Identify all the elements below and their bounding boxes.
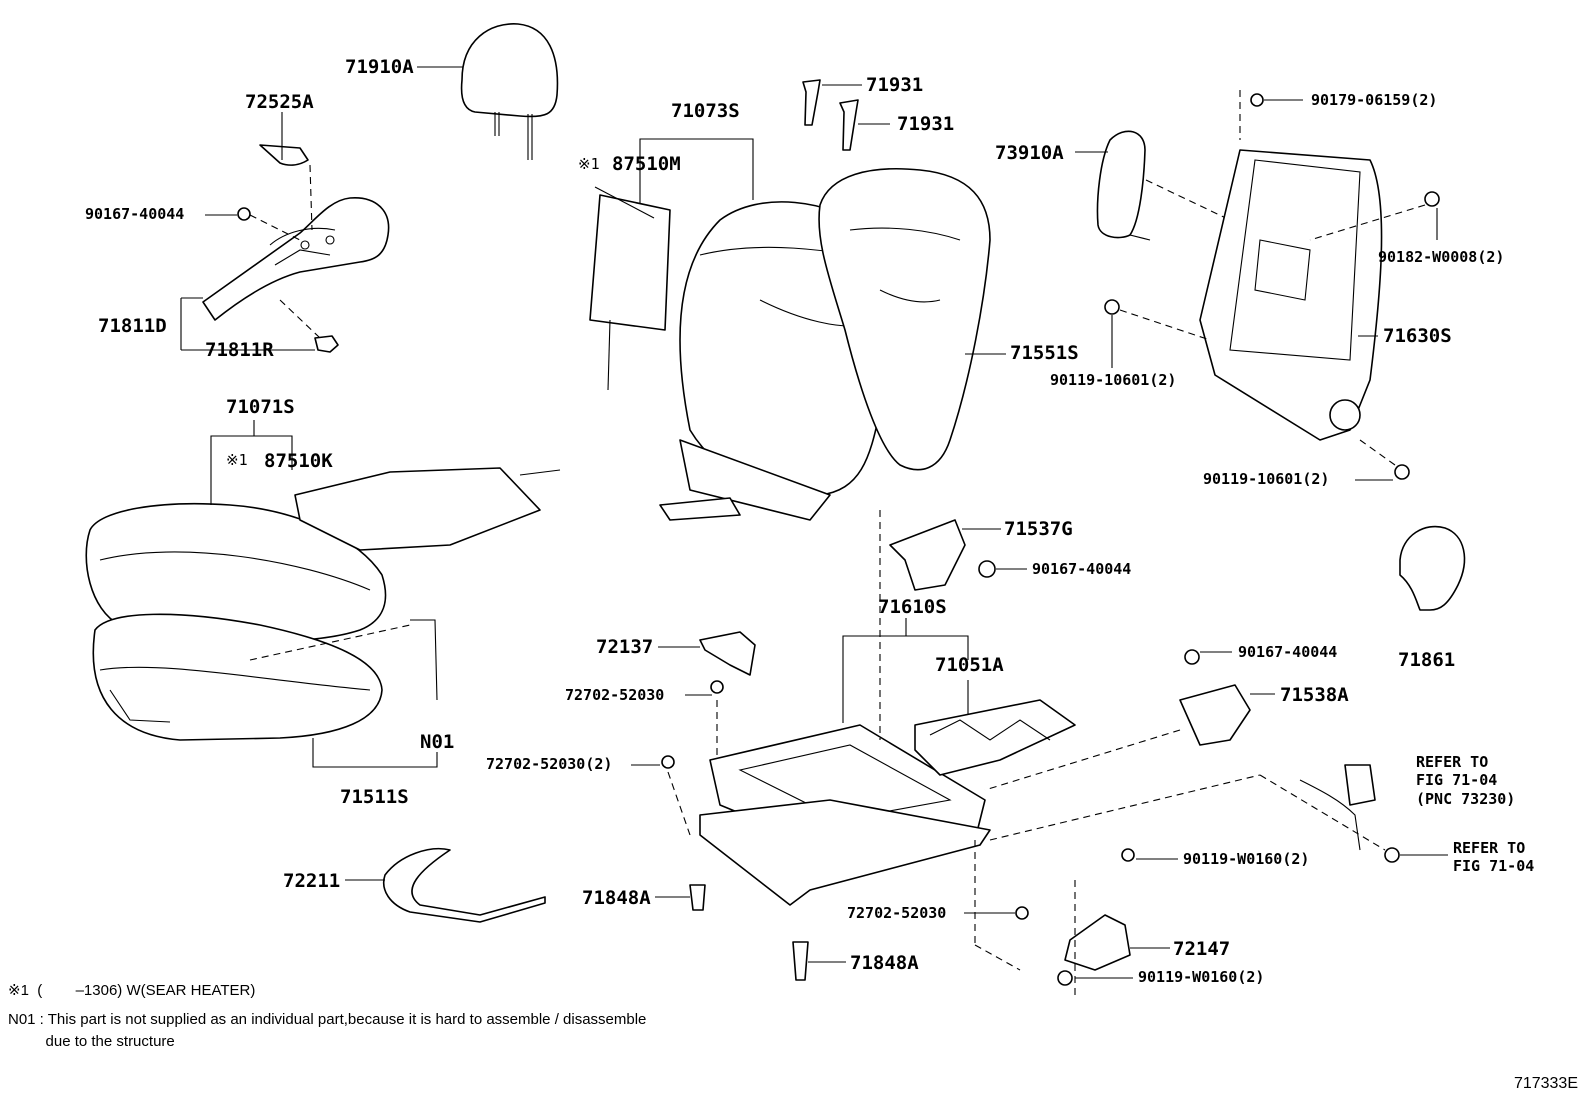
- label-72137[interactable]: 72137: [596, 636, 654, 658]
- label-87510M-mark: ※1: [578, 155, 600, 173]
- label-72147[interactable]: 72147: [1173, 938, 1231, 960]
- label-72211[interactable]: 72211: [283, 870, 341, 892]
- label-90179-06159[interactable]: 90179-06159(2): [1311, 91, 1438, 109]
- label-71848A-a[interactable]: 71848A: [582, 887, 651, 909]
- label-71051A[interactable]: 71051A: [935, 654, 1004, 676]
- label-72525A[interactable]: 72525A: [245, 91, 314, 113]
- frame-bolts: [1104, 93, 1440, 481]
- label-90119-10601-a[interactable]: 90119-10601(2): [1050, 371, 1177, 389]
- label-90167-40044-a[interactable]: 90167-40044: [85, 205, 185, 223]
- figure-id: 717333E: [1513, 1075, 1578, 1092]
- lumbar-support-73910A: [1075, 130, 1231, 241]
- label-90119-W0160-a[interactable]: 90119-W0160(2): [1183, 850, 1310, 868]
- label-72702-52030-a[interactable]: 72702-52030: [565, 686, 665, 704]
- label-N01[interactable]: N01: [420, 731, 455, 753]
- label-72702-52030-c[interactable]: 72702-52030: [847, 904, 947, 922]
- label-72702-52030-b[interactable]: 72702-52030(2): [486, 755, 613, 773]
- label-71848A-b[interactable]: 71848A: [850, 952, 919, 974]
- label-71931-a[interactable]: 71931: [866, 74, 924, 96]
- footnote-n01: N01 : This part is not supplied as an in…: [8, 1011, 647, 1028]
- label-87510K[interactable]: 87510K: [264, 450, 333, 472]
- label-71910A[interactable]: 71910A: [345, 56, 414, 78]
- seatbelt-buckle: [989, 764, 1448, 863]
- label-71630S[interactable]: 71630S: [1383, 325, 1452, 347]
- seatback-pad-71551S: [818, 167, 1006, 471]
- headrest-71910A: [417, 23, 559, 160]
- label-71931-b[interactable]: 71931: [897, 113, 955, 135]
- screw-72702: [631, 680, 1029, 920]
- refer-to-fig-71-04-pnc-73230[interactable]: REFER TO FIG 71-04 (PNC 73230): [1416, 753, 1516, 808]
- seat-cushion-pad-71511S: [92, 613, 438, 768]
- seat-spring-71051A: [914, 680, 1076, 776]
- label-87510K-mark: ※1: [226, 451, 248, 469]
- seat-heater-87510M: [589, 186, 671, 391]
- label-71537G[interactable]: 71537G: [1004, 518, 1073, 540]
- label-71071S[interactable]: 71071S: [226, 396, 295, 418]
- pin-71848A: [655, 884, 846, 981]
- label-90167-40044-b[interactable]: 90167-40044: [1032, 560, 1132, 578]
- label-71811D[interactable]: 71811D: [98, 315, 167, 337]
- bracket-71537G: [879, 510, 1027, 740]
- label-87510M[interactable]: 87510M: [612, 153, 681, 175]
- label-90182-W0008[interactable]: 90182-W0008(2): [1378, 248, 1505, 266]
- cover-72137: [658, 631, 756, 676]
- footnote-seat-heater: ※1 ( –1306) W(SEAR HEATER): [8, 982, 256, 999]
- refer-to-fig-71-04[interactable]: REFER TO FIG 71-04: [1453, 839, 1535, 876]
- wire-72211: [345, 848, 546, 923]
- seatback-frame-71630S: [1199, 90, 1383, 441]
- label-90119-W0160-b[interactable]: 90119-W0160(2): [1138, 968, 1265, 986]
- footnote-n01-cont: due to the structure: [8, 1033, 175, 1050]
- label-71610S[interactable]: 71610S: [878, 596, 947, 618]
- label-73910A[interactable]: 73910A: [995, 142, 1064, 164]
- label-90167-40044-c[interactable]: 90167-40044: [1238, 643, 1338, 661]
- bracket-72147: [974, 840, 1178, 995]
- headrest-guide-71931: [802, 79, 890, 151]
- seat-heater-87510K: [294, 467, 561, 551]
- label-71511S[interactable]: 71511S: [340, 786, 409, 808]
- label-71811R[interactable]: 71811R: [205, 339, 274, 361]
- label-71861[interactable]: 71861: [1398, 649, 1456, 671]
- label-90119-10601-b[interactable]: 90119-10601(2): [1203, 470, 1330, 488]
- headrest-71861: [1399, 525, 1466, 611]
- label-71073S[interactable]: 71073S: [671, 100, 740, 122]
- bracket-71538A: [984, 649, 1275, 791]
- armrest-71811D: [180, 112, 390, 353]
- seat-track-71610S: [699, 618, 991, 906]
- label-71551S[interactable]: 71551S: [1010, 342, 1079, 364]
- label-71538A[interactable]: 71538A: [1280, 684, 1349, 706]
